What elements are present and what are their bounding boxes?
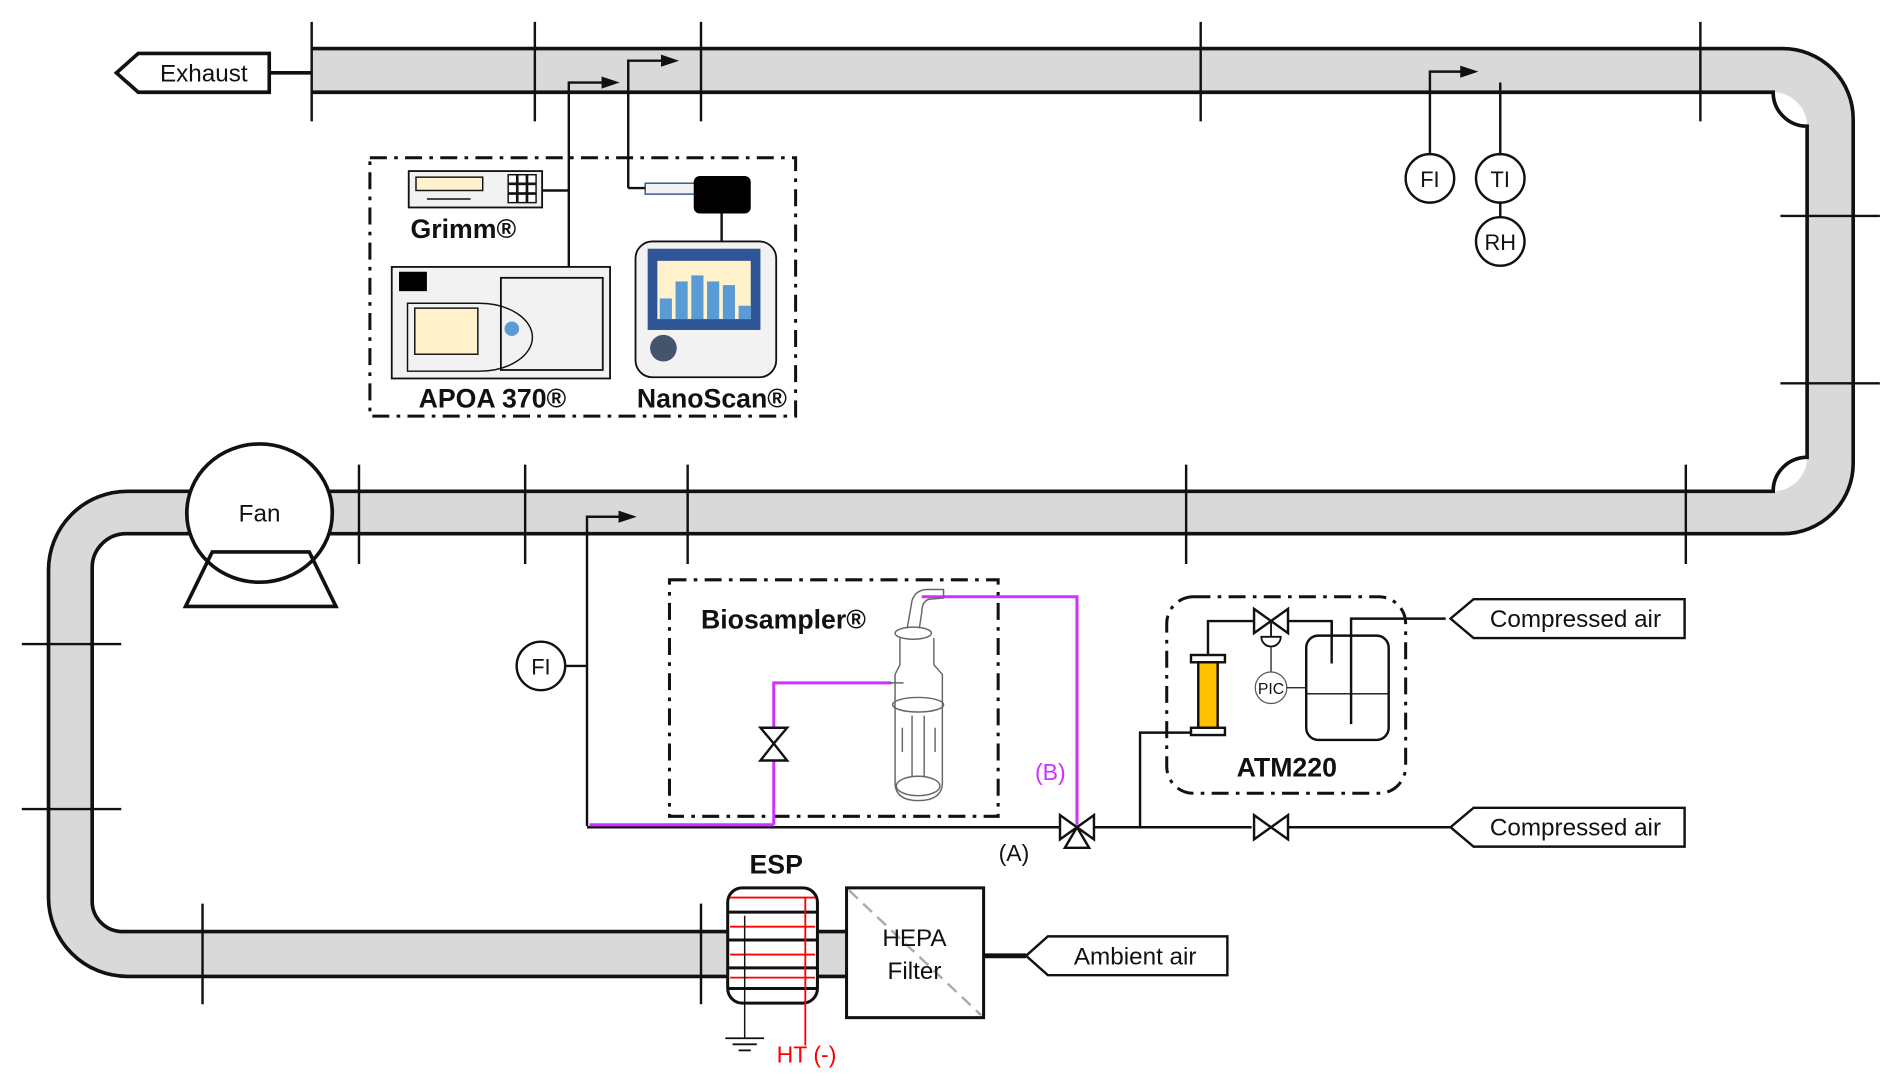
biosampler-glassware	[888, 588, 945, 802]
svg-text:Filter: Filter	[888, 958, 942, 985]
biosampler-valve	[757, 726, 790, 762]
biosampler-boundary	[667, 578, 1000, 818]
fan: Fan	[182, 442, 339, 609]
pic-instrument: PIC	[1254, 671, 1288, 705]
duct-instruments: FI TI RH	[1404, 65, 1526, 267]
apoa-label: APOA 370®	[419, 384, 567, 414]
three-way-valve	[1058, 812, 1252, 850]
svg-text:FI: FI	[531, 654, 550, 679]
biosampler-label: Biosampler®	[701, 604, 866, 634]
ht-label: HT (-)	[777, 1042, 837, 1068]
svg-text:PIC: PIC	[1258, 681, 1284, 698]
duct-left-fill	[48, 491, 728, 977]
svg-text:HEPA: HEPA	[882, 925, 947, 952]
ambient-air-terminal: Ambient air	[983, 935, 1229, 977]
instruments-boundary	[368, 156, 798, 418]
biosampler-group: Biosampler® (B)	[667, 578, 1079, 825]
svg-text:FI: FI	[1420, 167, 1439, 192]
ground-icon	[725, 1037, 765, 1052]
svg-text:TI: TI	[1491, 167, 1510, 192]
apoa-device: APOA 370®	[390, 265, 611, 414]
atm220-label: ATM220	[1237, 752, 1337, 782]
compressed-air-terminal-top: Compressed air	[1448, 598, 1686, 640]
sampling-line: FI (A)	[515, 510, 1141, 866]
fi-bottom-instrument: FI	[515, 640, 567, 692]
compressed-air-label: Compressed air	[1490, 815, 1661, 842]
hepa-filter: HEPA Filter	[845, 886, 986, 1020]
exhaust-label: Exhaust	[160, 60, 248, 87]
compressed-air-line-bottom: Compressed air	[1252, 806, 1686, 848]
exhaust-terminal: Exhaust	[113, 51, 312, 95]
svg-text:Ambient air: Ambient air	[1074, 943, 1197, 970]
esp-unit: ESP HT (-)	[725, 849, 837, 1068]
grimm-label: Grimm®	[410, 214, 516, 244]
ti-instrument: TI	[1474, 152, 1526, 204]
nanoscan-device: NanoScan®	[628, 175, 787, 414]
flange-ticks	[21, 21, 1880, 1005]
esp-label: ESP	[750, 849, 803, 879]
nanoscan-label: NanoScan®	[637, 384, 787, 414]
aerosol-instruments-group: Grimm® APOA 370®	[368, 54, 798, 418]
line-b-label: (B)	[1035, 759, 1066, 785]
atm220-boundary	[1165, 595, 1408, 795]
grimm-device: Grimm®	[407, 170, 544, 244]
fan-label: Fan	[239, 501, 281, 528]
reservoir-tank	[1304, 617, 1446, 742]
atm220-group: PIC ATM220	[1138, 595, 1446, 828]
line-a-label: (A)	[999, 840, 1030, 866]
fi-top-instrument: FI	[1404, 152, 1456, 204]
rh-instrument: RH	[1474, 215, 1526, 267]
svg-text:Compressed air: Compressed air	[1490, 606, 1661, 633]
filter-column	[1189, 653, 1227, 737]
nanoscan-screen-bars	[659, 275, 751, 320]
control-valve	[1252, 606, 1290, 672]
svg-text:RH: RH	[1484, 230, 1516, 255]
duct-loop	[21, 21, 1880, 1005]
compressed-air-valve	[1252, 812, 1290, 842]
